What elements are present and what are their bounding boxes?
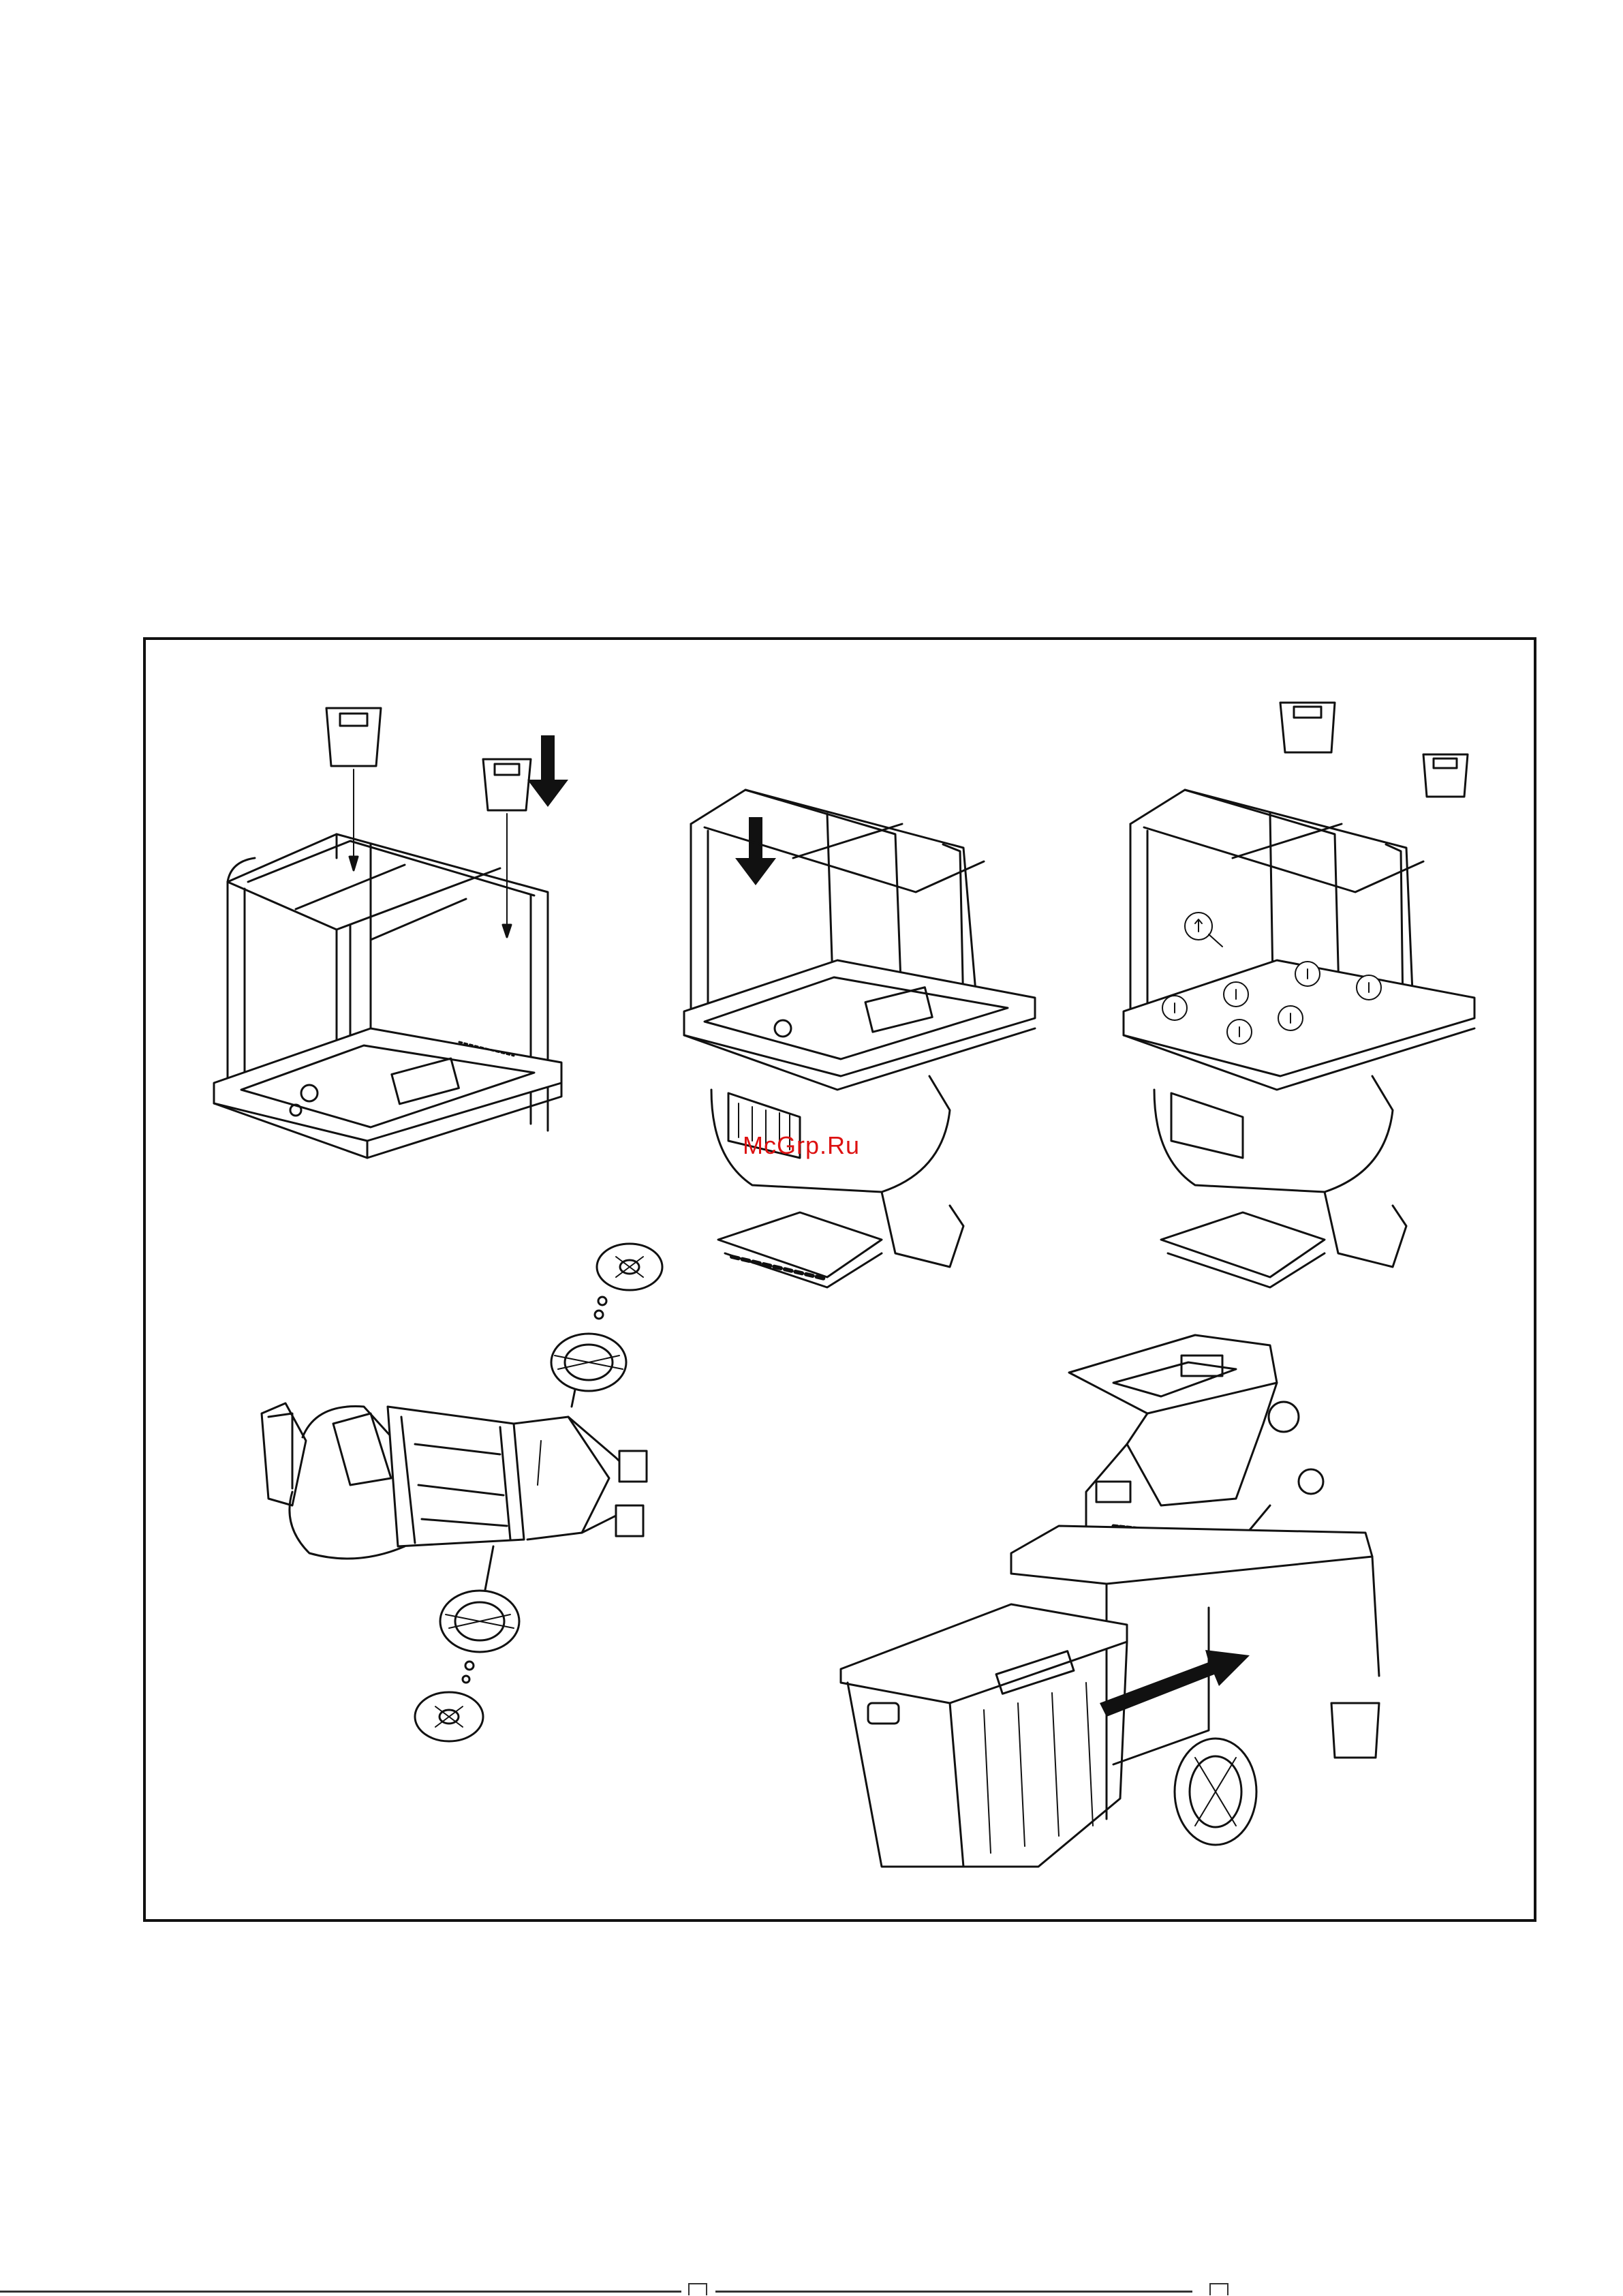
footer-rule-right (715, 2291, 1192, 2293)
step-2-frame-on-shredder-panel (684, 790, 1035, 1287)
collection-box-icon (841, 1604, 1127, 1867)
right-arrow-icon (1100, 1650, 1250, 1717)
step-4-wheel-mount-panel (262, 1244, 662, 1741)
wheel-bottom-icon (440, 1546, 519, 1652)
hubcap-bottom-icon (415, 1692, 483, 1741)
assembly-figure-frame (143, 637, 1536, 1922)
frame-upside-down-icon (214, 834, 561, 1158)
crop-mark-icon (1209, 2283, 1228, 2295)
step-1-frame-feet-panel (214, 708, 568, 1158)
step-5-collection-box-panel (841, 1335, 1379, 1867)
shredder-body-icon (711, 1076, 963, 1287)
wheel-top-icon (551, 1334, 626, 1391)
watermark-text: McGrp.Ru (743, 1131, 860, 1160)
hubcap-top-icon (597, 1244, 662, 1290)
shredder-body-icon (1154, 1076, 1406, 1287)
down-arrow-icon (735, 817, 776, 885)
shredder-lying-icon (262, 1403, 524, 1559)
shredder-top-icon (1069, 1335, 1323, 1546)
wheel-icon (1175, 1739, 1256, 1845)
foot-right-icon (483, 759, 531, 937)
down-arrow-icon (527, 735, 568, 807)
frame-lying-icon (514, 1417, 647, 1540)
foot-icon (1280, 703, 1468, 797)
crop-mark-icon (688, 2283, 707, 2295)
foot-left-icon (326, 708, 381, 870)
tray-icon (684, 960, 1035, 1090)
step-3-frame-screws-panel (1124, 703, 1474, 1287)
footer-rule-left (0, 2291, 681, 2293)
